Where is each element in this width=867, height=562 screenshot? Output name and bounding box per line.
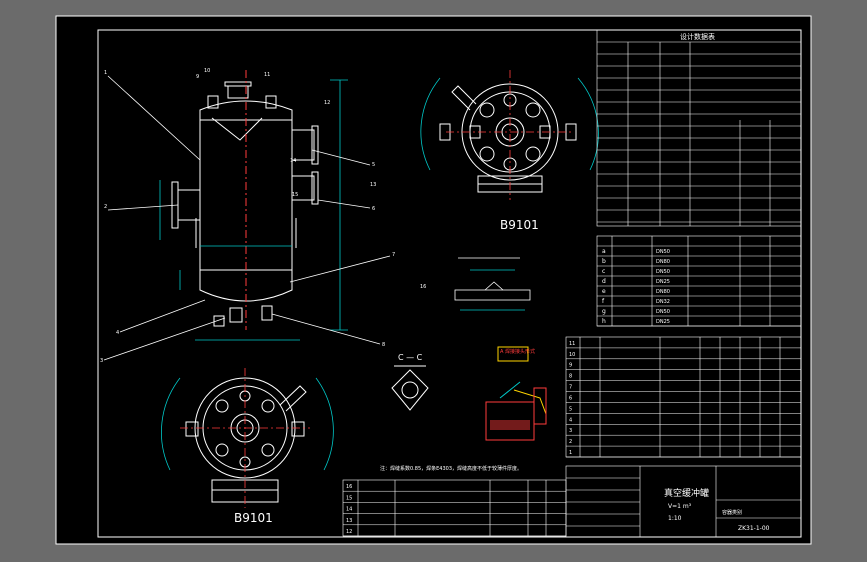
- nozzle-mark: b: [602, 258, 606, 265]
- outer-frame: [55, 15, 812, 545]
- nozzle-size: DN25: [656, 319, 670, 325]
- leader-number: 10: [204, 68, 210, 74]
- part-number: 6: [569, 395, 572, 401]
- nozzle-size: DN80: [656, 289, 670, 295]
- nozzle-mark: e: [602, 288, 606, 295]
- part-number: 5: [569, 406, 572, 412]
- leader-lines: [103, 75, 391, 361]
- leader-number: 5: [372, 162, 375, 168]
- bottom-part-number: 15: [346, 495, 352, 501]
- bottom-part-number: 14: [346, 507, 352, 513]
- leader-number: 9: [196, 74, 199, 80]
- weld-note: A 焊接接头形式: [500, 348, 535, 355]
- leader-number: 8: [382, 342, 385, 348]
- nozzle-size: DN50: [656, 249, 670, 255]
- part-rows: 11 10 9 8 7 6 5 4 3 2 1: [566, 341, 801, 458]
- design-data-table: [596, 29, 802, 227]
- leader-number: 7: [392, 252, 395, 258]
- nozzle-size: DN80: [656, 259, 670, 265]
- bottom-part-number: 12: [346, 529, 352, 535]
- leader-number: 15: [292, 192, 298, 198]
- nozzle-mark: g: [602, 308, 606, 315]
- top-view-label: B9101: [500, 218, 539, 232]
- nozzle-mark: f: [602, 298, 605, 305]
- bottom-part-rows: 16 15 14 13 12: [343, 484, 566, 537]
- leader-number: 3: [100, 358, 103, 364]
- vessel-elevation: [171, 70, 319, 330]
- nozzle-mark: h: [602, 318, 606, 325]
- part-number: 8: [569, 374, 572, 380]
- leader-number: 11: [264, 72, 270, 78]
- leader-number: 16: [420, 284, 426, 290]
- bottom-view-arcs: [161, 368, 334, 508]
- title-name: 真空缓冲罐: [664, 487, 709, 499]
- nozzle-mark: d: [602, 278, 606, 285]
- elevation-dimensions: [159, 79, 348, 341]
- section-c-c: [391, 365, 429, 411]
- part-number: 9: [569, 363, 572, 369]
- part-number: 10: [569, 352, 575, 358]
- title-scale: 1:10: [668, 515, 682, 522]
- title-block: [565, 465, 802, 538]
- part-number: 3: [569, 428, 572, 434]
- nozzle-size: DN50: [656, 269, 670, 275]
- leader-number: 1: [104, 70, 107, 76]
- part-number: 2: [569, 439, 572, 445]
- section-label: C — C: [398, 353, 423, 362]
- title-volume: V=1 m³: [668, 503, 692, 510]
- bottom-parts-table: [342, 479, 567, 537]
- part-number: 1: [569, 450, 572, 456]
- nozzle-size: DN32: [656, 299, 670, 305]
- nozzle-size: DN25: [656, 279, 670, 285]
- leader-number: 13: [370, 182, 376, 188]
- weld-detail-1: [454, 257, 531, 311]
- leader-number: 12: [324, 100, 330, 106]
- design-data-title: 设计数据表: [680, 32, 715, 41]
- leader-number: 14: [290, 158, 296, 164]
- part-number: 11: [569, 341, 575, 347]
- title-material-note: 容器类别: [722, 509, 742, 516]
- design-data-rows: [597, 53, 801, 223]
- nozzle-size: DN50: [656, 309, 670, 315]
- leader-number: 2: [104, 204, 107, 210]
- leader-number: 4: [116, 330, 119, 336]
- top-view-arcs: [420, 70, 599, 200]
- leader-number: 6: [372, 206, 375, 212]
- bottom-view-label: B9101: [234, 511, 273, 525]
- technical-note: 注：焊缝系数0.85，焊条E4303，焊缝高度不低于较薄件厚度。: [380, 465, 522, 472]
- weld-detail-2: A 焊接接头形式: [485, 346, 547, 441]
- bottom-part-number: 16: [346, 484, 352, 490]
- part-number: 7: [569, 385, 572, 391]
- part-number: 4: [569, 417, 572, 423]
- nozzle-mark: c: [602, 268, 605, 275]
- title-drawing-no: ZK31-1-00: [738, 525, 770, 532]
- bottom-part-number: 13: [346, 518, 352, 524]
- nozzle-mark: a: [602, 248, 606, 255]
- vessel-shell: [199, 100, 293, 302]
